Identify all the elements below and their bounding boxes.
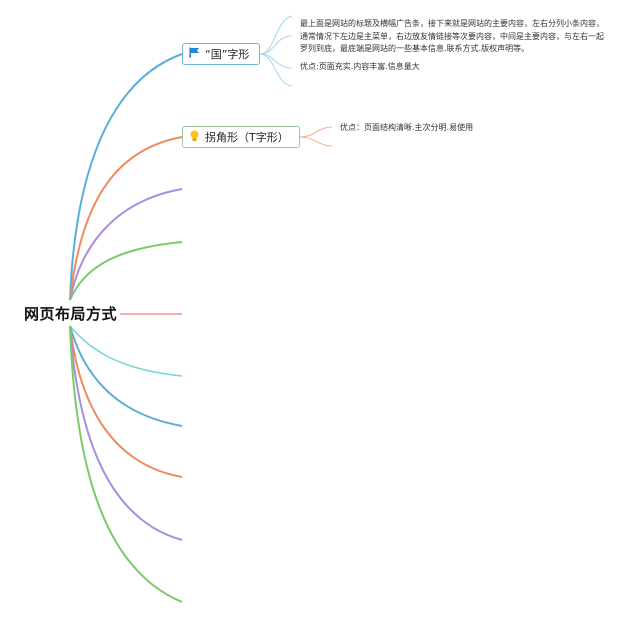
lightbulb-icon [189,130,200,145]
empty-branch-line [69,325,183,541]
leaf-text-guozi-description: 最上面是网站的标题及横幅广告条，接下来就是网站的主要内容，左右分列小条内容，通常… [300,19,604,53]
branch-node-label: 拐角形（T字形） [205,131,289,144]
leaf-connector [259,53,293,69]
leaf-connector [259,15,293,55]
branch-line-guozi [69,53,183,301]
empty-branch-line [69,325,183,478]
leaf-connector [259,35,293,55]
leaf-connector [259,53,293,87]
branch-node-guaijiao[interactable]: 拐角形（T字形） [182,126,300,148]
empty-branch-line [69,325,183,603]
branch-node-guozi[interactable]: “国”字形 [182,43,260,65]
leaf-connector [299,136,333,147]
leaf-text-guaijiao-advantage: 优点：页面结构清晰.主次分明.易使用 [340,123,474,132]
empty-branch-line [69,325,183,427]
leaf-text-guozi-advantage: 优点:页面充实.内容丰富.信息量大 [300,62,420,71]
branch-line-guaijiao [69,136,183,301]
root-topic[interactable]: 网页布局方式 [24,305,118,323]
branch-node-label: “国”字形 [205,48,250,61]
empty-branch-line [69,325,183,377]
leaf-connector [299,126,333,138]
empty-branch-line [69,241,183,301]
empty-branch-line [69,188,183,301]
flag-icon [189,47,200,61]
